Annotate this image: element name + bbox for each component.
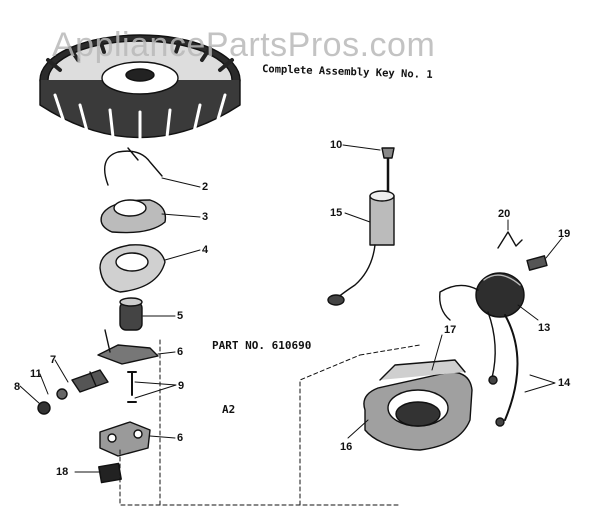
stator-base-part <box>363 359 473 451</box>
callout-15: 15 <box>330 207 343 219</box>
callout-6: 6 <box>177 346 184 358</box>
bushing-part <box>119 297 143 331</box>
section-label: A2 <box>222 403 236 416</box>
callout-6-bracket: 6 <box>177 432 184 444</box>
spring-clip-part <box>104 147 163 186</box>
callout-13: 13 <box>538 322 551 334</box>
coil-part <box>439 272 525 385</box>
flywheel-part <box>39 34 241 160</box>
clip-part <box>98 462 122 484</box>
callout-5: 5 <box>177 310 184 322</box>
contact-assembly-part <box>71 369 109 393</box>
watermark-text: AppliancePartsPros.com <box>52 26 436 64</box>
condenser-part <box>327 190 395 306</box>
nut-part <box>37 401 51 415</box>
callout-3: 3 <box>202 211 209 223</box>
callout-4: 4 <box>202 244 209 256</box>
callout-18: 18 <box>56 466 69 478</box>
callout-8: 8 <box>14 381 21 393</box>
washer-part <box>56 388 68 400</box>
screw-part <box>127 371 137 403</box>
callout-17: 17 <box>444 324 457 336</box>
clip-spring-part <box>497 231 523 249</box>
part-number-label: PART NO. 610690 <box>212 339 312 352</box>
breaker-arm-part <box>97 329 159 365</box>
callout-9: 9 <box>178 380 185 392</box>
callout-20: 20 <box>498 208 511 220</box>
callout-2: 2 <box>202 181 209 193</box>
callout-14: 14 <box>558 377 571 389</box>
lead-wire-part <box>504 314 519 421</box>
callout-19: 19 <box>558 228 571 240</box>
callout-10: 10 <box>330 139 343 151</box>
callout-16: 16 <box>340 441 353 453</box>
plate-part <box>99 244 166 293</box>
callout-11: 11 <box>30 368 42 380</box>
callout-7: 7 <box>50 354 57 366</box>
spring-piece-part <box>526 255 548 271</box>
cam-part <box>100 199 167 234</box>
